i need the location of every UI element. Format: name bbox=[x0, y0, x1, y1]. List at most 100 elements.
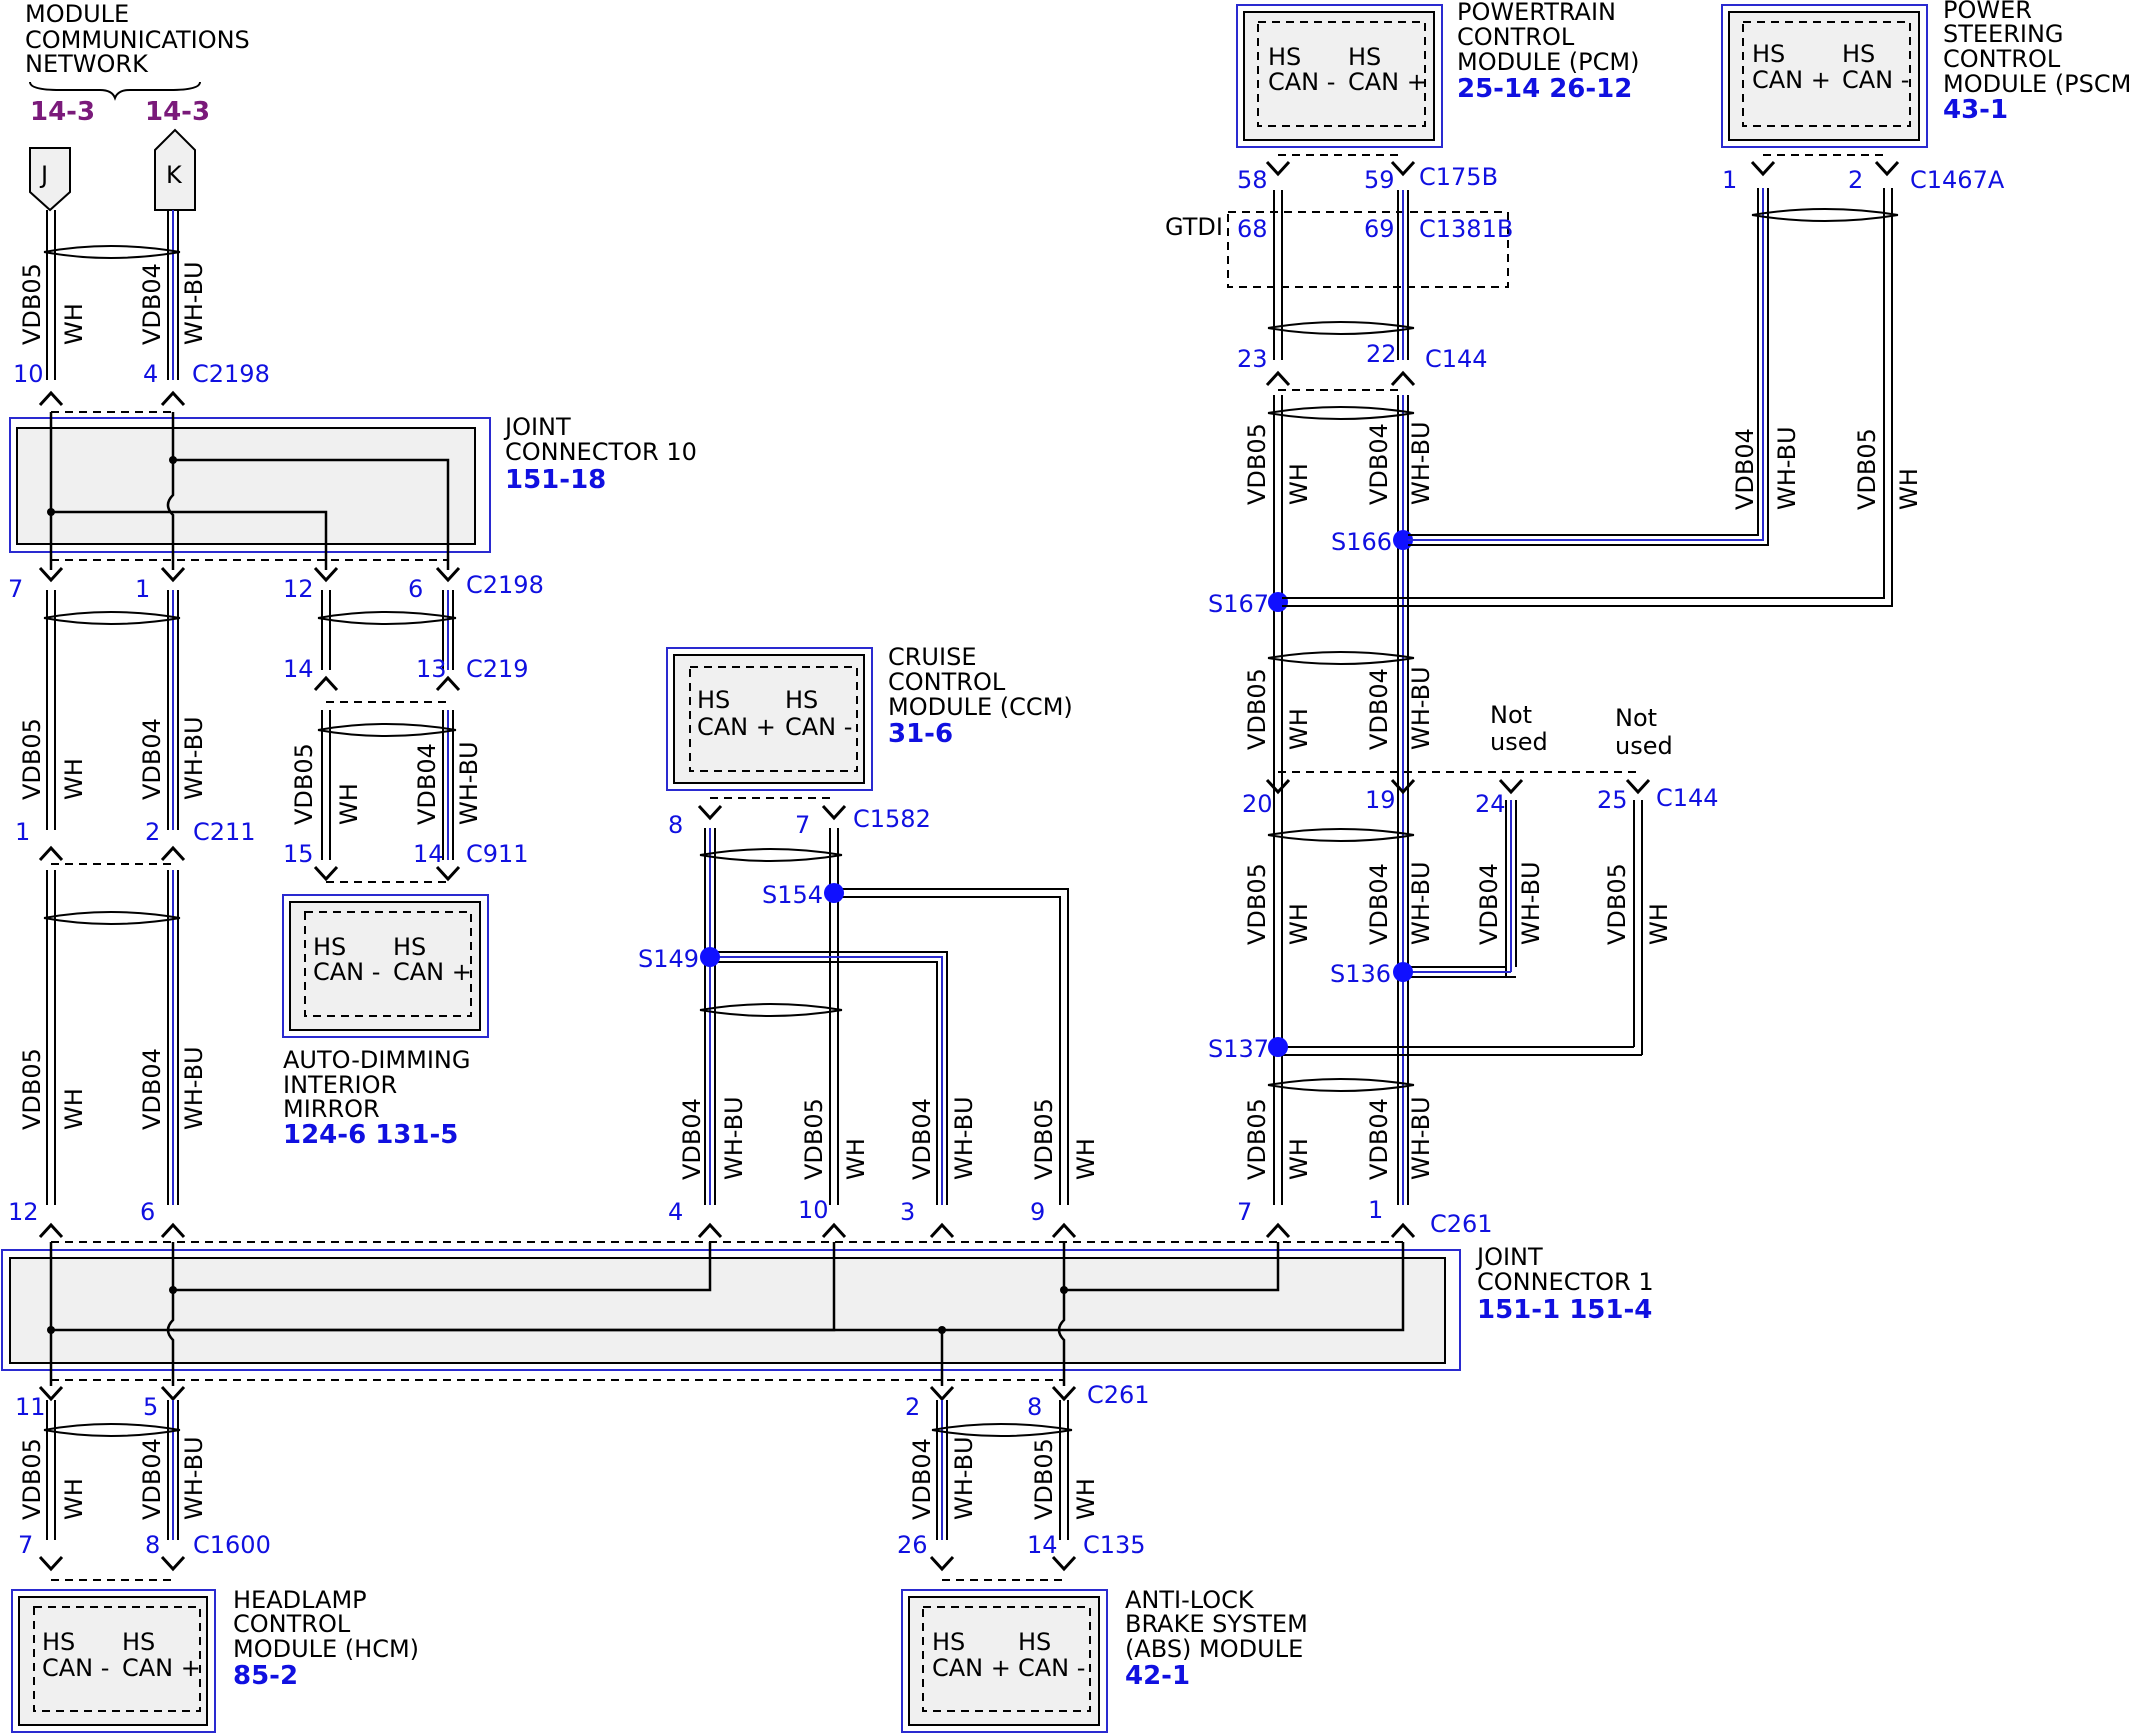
connector-c2198[interactable]: C2198 bbox=[192, 360, 270, 388]
connector-c1600[interactable]: C1600 bbox=[193, 1531, 271, 1559]
not-used-2a: Not bbox=[1615, 704, 1657, 732]
pin-number: 14 bbox=[413, 840, 444, 868]
wire-label: WH-BU bbox=[950, 1096, 978, 1180]
network-ref-k[interactable]: 14-3 bbox=[145, 97, 210, 127]
connector-c219[interactable]: C219 bbox=[466, 655, 529, 683]
pin-number: 22 bbox=[1366, 340, 1397, 368]
ccm-hs-1: HS bbox=[697, 686, 730, 714]
joint1-title-1: JOINT bbox=[1475, 1243, 1543, 1271]
wire-label: WH bbox=[842, 1138, 870, 1180]
joint1-title-2: CONNECTOR 1 bbox=[1477, 1268, 1654, 1296]
wire-label: WH-BU bbox=[1517, 861, 1545, 945]
wire-label: WH bbox=[335, 783, 363, 825]
connector-c135[interactable]: C135 bbox=[1083, 1531, 1146, 1559]
wire-label: VDB05 bbox=[18, 1438, 46, 1520]
mirror-border bbox=[282, 894, 489, 1038]
abs-can-minus: CAN - bbox=[1018, 1654, 1085, 1682]
joint10-ref[interactable]: 151-18 bbox=[505, 465, 606, 495]
splice-s149[interactable]: S149 bbox=[638, 945, 699, 973]
hcm-hs-2: HS bbox=[122, 1628, 155, 1656]
ccm-module[interactable]: HS HS CAN + CAN - CRUISE CONTROL MODULE … bbox=[666, 643, 1073, 791]
pscm-title-4: MODULE (PSCM) bbox=[1943, 70, 2130, 98]
pin-number: 8 bbox=[1027, 1393, 1042, 1421]
pcm-hs-1: HS bbox=[1268, 43, 1301, 71]
pcm-ref[interactable]: 25-14 26-12 bbox=[1457, 74, 1632, 104]
connector-c1582[interactable]: C1582 bbox=[853, 805, 931, 833]
joint10-title-1: JOINT bbox=[503, 413, 571, 441]
pin-number: 12 bbox=[8, 1198, 39, 1226]
joint-connector-1: JOINT CONNECTOR 1 151-1 151-4 11 5 2 8 C… bbox=[1, 1241, 1654, 1421]
joint1-border bbox=[1, 1249, 1461, 1371]
splice-s166[interactable]: S166 bbox=[1331, 528, 1392, 556]
hcm-ref[interactable]: 85-2 bbox=[233, 1661, 298, 1691]
splice-s167[interactable]: S167 bbox=[1208, 590, 1269, 618]
pcm-title-1: POWERTRAIN bbox=[1457, 0, 1616, 26]
splice-s154[interactable]: S154 bbox=[762, 881, 823, 909]
abs-ref[interactable]: 42-1 bbox=[1125, 1661, 1190, 1691]
pin-number: 58 bbox=[1237, 166, 1268, 194]
network-brace bbox=[29, 81, 201, 101]
hcm-module[interactable]: HS HS CAN - CAN + HEADLAMP CONTROL MODUL… bbox=[11, 1586, 419, 1733]
wire-label: VDB05 bbox=[1243, 1098, 1271, 1180]
hcm-title-2: CONTROL bbox=[233, 1610, 351, 1638]
connector-c211[interactable]: C211 bbox=[193, 818, 256, 846]
ccm-title-2: CONTROL bbox=[888, 668, 1006, 696]
pin-number: 6 bbox=[140, 1198, 155, 1226]
connector-c144[interactable]: C144 bbox=[1656, 784, 1719, 812]
network-ref-j[interactable]: 14-3 bbox=[30, 97, 95, 127]
wire-label: WH-BU bbox=[180, 261, 208, 345]
pscm-module[interactable]: HS HS CAN + CAN - POWER STEERING CONTROL… bbox=[1721, 0, 2130, 148]
connector-c1381b[interactable]: C1381B bbox=[1419, 215, 1513, 243]
pscm-ref[interactable]: 43-1 bbox=[1943, 95, 2008, 125]
splice-s137[interactable]: S137 bbox=[1208, 1035, 1269, 1063]
pin-number: 12 bbox=[283, 575, 314, 603]
pscm-hs-1: HS bbox=[1752, 40, 1785, 68]
pcm-title-2: CONTROL bbox=[1457, 23, 1575, 51]
wire-label: VDB05 bbox=[800, 1098, 828, 1180]
wire-label: WH-BU bbox=[1773, 426, 1801, 510]
wire-label: VDB05 bbox=[18, 263, 46, 345]
pin-number: 8 bbox=[668, 811, 683, 839]
mirror-hs-2: HS bbox=[393, 933, 426, 961]
hcm-hs-1: HS bbox=[42, 1628, 75, 1656]
wire-label: VDB05 bbox=[1853, 428, 1881, 510]
wire-label: VDB04 bbox=[413, 743, 441, 825]
pin-number: 69 bbox=[1364, 215, 1395, 243]
wire-label: VDB05 bbox=[1030, 1438, 1058, 1520]
pin-number: 14 bbox=[1027, 1531, 1058, 1559]
abs-title-2: BRAKE SYSTEM bbox=[1125, 1610, 1308, 1638]
abs-title-1: ANTI-LOCK bbox=[1125, 1586, 1255, 1614]
pin-number: 3 bbox=[900, 1198, 915, 1226]
wire-label: WH bbox=[1285, 1138, 1313, 1180]
connector-c911[interactable]: C911 bbox=[466, 840, 529, 868]
mirror-can-minus: CAN - bbox=[313, 958, 380, 986]
wire-label: VDB04 bbox=[138, 1438, 166, 1520]
connector-c1467a[interactable]: C1467A bbox=[1910, 166, 2005, 194]
hcm-title-1: HEADLAMP bbox=[233, 1586, 367, 1614]
wire-label: WH bbox=[60, 758, 88, 800]
joint1-ref[interactable]: 151-1 151-4 bbox=[1477, 1295, 1652, 1325]
mirror-module[interactable]: HS HS CAN - CAN + AUTO-DIMMING INTERIOR … bbox=[282, 894, 489, 1150]
pin-number: 4 bbox=[143, 360, 158, 388]
wire-label: WH bbox=[60, 1088, 88, 1130]
wire-label: WH-BU bbox=[1407, 421, 1435, 505]
mirror-ref[interactable]: 124-6 131-5 bbox=[283, 1120, 458, 1150]
connector-c261[interactable]: C261 bbox=[1087, 1381, 1150, 1409]
mirror-title-2: INTERIOR bbox=[283, 1071, 397, 1099]
pcm-hs-2: HS bbox=[1348, 43, 1381, 71]
wire-label: VDB05 bbox=[18, 1048, 46, 1130]
pin-number: 24 bbox=[1475, 790, 1506, 818]
connector-c175b[interactable]: C175B bbox=[1419, 163, 1498, 191]
connector-c2198[interactable]: C2198 bbox=[466, 571, 544, 599]
wire-label: WH bbox=[1645, 903, 1673, 945]
wire-label: WH-BU bbox=[180, 1436, 208, 1520]
splice-s136[interactable]: S136 bbox=[1330, 960, 1391, 988]
left-wires-top: VDB05 WH VDB04 WH-BU 10 4 C2198 bbox=[13, 210, 270, 413]
connector-c261[interactable]: C261 bbox=[1430, 1210, 1493, 1238]
pcm-module[interactable]: HS HS CAN - CAN + POWERTRAIN CONTROL MOD… bbox=[1236, 0, 1639, 148]
wire-label: WH-BU bbox=[180, 716, 208, 800]
wire-label: VDB04 bbox=[138, 263, 166, 345]
connector-c144[interactable]: C144 bbox=[1425, 345, 1488, 373]
ccm-ref[interactable]: 31-6 bbox=[888, 719, 953, 749]
abs-module[interactable]: HS HS CAN + CAN - ANTI-LOCK BRAKE SYSTEM… bbox=[901, 1586, 1308, 1733]
